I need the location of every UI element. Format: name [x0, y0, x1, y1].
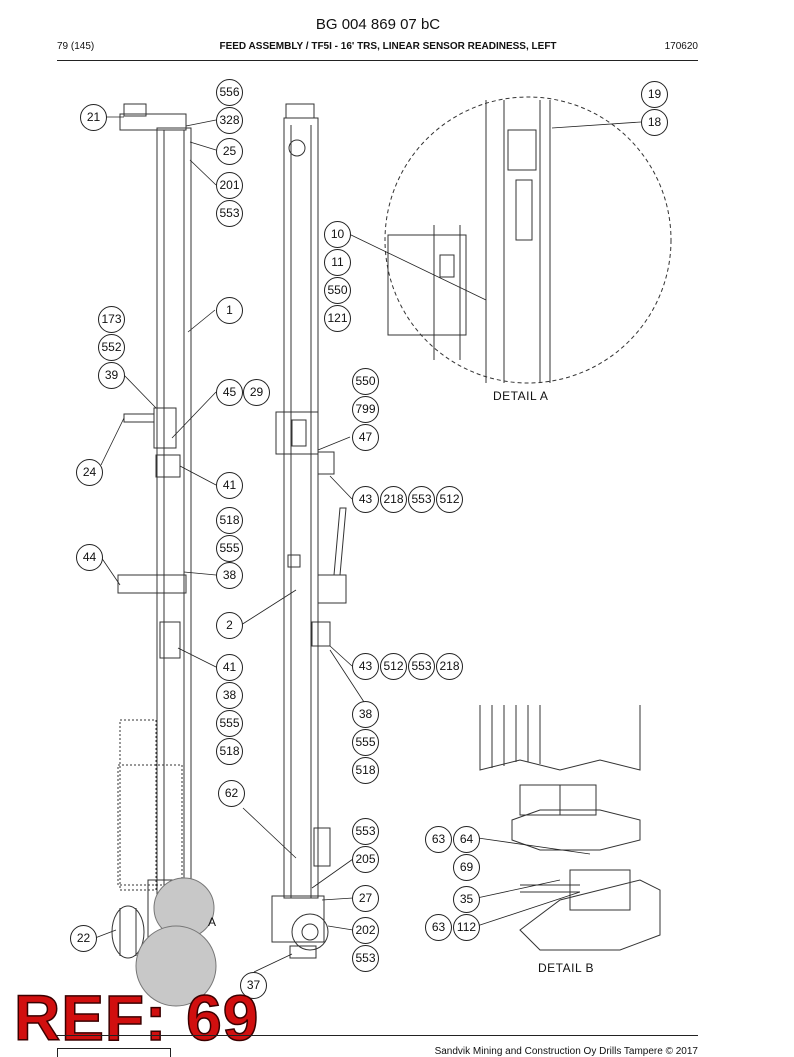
- callout-balloon: 24: [76, 459, 103, 486]
- document-date: 170620: [664, 41, 698, 52]
- bottom-pulley: [291, 913, 329, 951]
- callout-balloon: 205: [352, 846, 379, 873]
- callout-balloon: 38: [216, 562, 243, 589]
- callout-balloon: 2: [216, 612, 243, 639]
- callout-balloon: 63: [425, 914, 452, 941]
- detail-b-label: DETAIL B: [538, 961, 595, 975]
- callout-balloon: 41: [216, 472, 243, 499]
- detail-a-marker: A: [208, 915, 217, 929]
- callout-balloon: 62: [218, 780, 245, 807]
- callout-balloon: 553: [216, 200, 243, 227]
- reference-stamp: REF: 69: [13, 982, 260, 1054]
- detail-b-drum: [479, 705, 641, 771]
- callout-balloon: 44: [76, 544, 103, 571]
- callout-balloon: 550: [324, 277, 351, 304]
- callout-balloon: 38: [216, 682, 243, 709]
- callout-balloon: 553: [408, 486, 435, 513]
- callout-balloon: 43: [352, 653, 379, 680]
- footer-copyright: Sandvik Mining and Construction Oy Drill…: [434, 1046, 698, 1057]
- callout-balloon: 201: [216, 172, 243, 199]
- callout-balloon: 19: [641, 81, 668, 108]
- callout-balloon: 63: [425, 826, 452, 853]
- callout-balloon: 64: [453, 826, 480, 853]
- page-title: FEED ASSEMBLY / TF5I - 16' TRS, LINEAR S…: [219, 41, 557, 52]
- callout-balloon: 29: [243, 379, 270, 406]
- detail-b-marker-circle: [135, 925, 217, 1007]
- callout-balloon: 512: [380, 653, 407, 680]
- callout-balloon: 552: [98, 334, 125, 361]
- middle-feed-beam: [283, 117, 319, 899]
- callout-balloon: 173: [98, 306, 125, 333]
- callout-balloon: 10: [324, 221, 351, 248]
- callout-balloon: 27: [352, 885, 379, 912]
- callout-balloon: 556: [216, 79, 243, 106]
- callout-balloon: 550: [352, 368, 379, 395]
- callout-balloon: 47: [352, 424, 379, 451]
- callout-balloon: 518: [216, 507, 243, 534]
- detail-a-frame: [384, 96, 672, 384]
- footer-rule: [57, 1035, 698, 1036]
- left-feed-beam: [156, 127, 192, 899]
- callout-balloon: 39: [98, 362, 125, 389]
- callout-balloon: 121: [324, 305, 351, 332]
- middle-bottom-block: [271, 895, 325, 943]
- callout-balloon: 11: [324, 249, 351, 276]
- left-feed-top-cap: [119, 113, 187, 131]
- callout-balloon: 555: [216, 535, 243, 562]
- callout-balloon: 555: [352, 729, 379, 756]
- drifter-outline: [119, 719, 157, 891]
- hose-reel: [111, 905, 145, 959]
- callout-balloon: 18: [641, 109, 668, 136]
- document-number: BG 004 869 07 bC: [315, 16, 441, 33]
- callout-balloon: 518: [216, 738, 243, 765]
- callout-balloon: 799: [352, 396, 379, 423]
- callout-balloon: 202: [352, 917, 379, 944]
- callout-balloon: 21: [80, 104, 107, 131]
- callout-balloon: 553: [408, 653, 435, 680]
- callout-balloon: 35: [453, 886, 480, 913]
- detail-a-label: DETAIL A: [493, 389, 549, 403]
- callout-balloon: 45: [216, 379, 243, 406]
- callout-balloon: 1: [216, 297, 243, 324]
- callout-balloon: 555: [216, 710, 243, 737]
- callout-balloon: 512: [436, 486, 463, 513]
- callout-balloon: 38: [352, 701, 379, 728]
- callout-balloon: 22: [70, 925, 97, 952]
- header-rule: [57, 60, 698, 61]
- callout-balloon: 553: [352, 945, 379, 972]
- callout-balloon: 41: [216, 654, 243, 681]
- page-number: 79 (145): [57, 41, 95, 52]
- callout-balloon: 112: [453, 914, 480, 941]
- callout-balloon: 25: [216, 138, 243, 165]
- callout-balloon: 218: [436, 653, 463, 680]
- callout-balloon: 37: [240, 972, 267, 999]
- callout-balloon: 218: [380, 486, 407, 513]
- callout-balloon: 553: [352, 818, 379, 845]
- callout-balloon: 328: [216, 107, 243, 134]
- callout-balloon: 69: [453, 854, 480, 881]
- callout-balloon: 43: [352, 486, 379, 513]
- callout-balloon: 518: [352, 757, 379, 784]
